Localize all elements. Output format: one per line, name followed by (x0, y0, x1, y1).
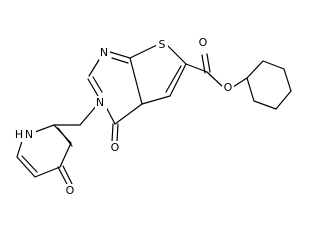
bond-pyr-c2-c3-b (57, 127, 73, 147)
bond-pyr-co-b (62, 165, 73, 185)
bond-c2-n3-b (92, 76, 103, 93)
bond-pyr-c6-n (16, 140, 23, 158)
atom-o-ester-carbonyl: O (199, 36, 208, 49)
bond-cy3 (283, 68, 292, 92)
bond-c4-c4a (114, 103, 143, 125)
bond-c4a-c7a (129, 57, 143, 105)
bond-c7a-s (129, 44, 158, 59)
bond-pyr-c5-c6-b (21, 155, 38, 173)
atom-nh-n: N (25, 128, 33, 141)
bonds (16, 44, 292, 187)
atom-o-pyridone: O (66, 184, 75, 197)
bond-pyr-c3-c4 (59, 142, 72, 168)
bond-c7a-n1-inner (111, 57, 129, 64)
bond-ccarbonyl-o-a (201, 54, 206, 74)
bond-pyr-c5-c6-a (16, 156, 36, 178)
atom-s-thiophene: S (159, 38, 166, 51)
bond-s-c6 (166, 44, 187, 65)
bond-ccarbonyl-o-b (206, 53, 211, 73)
bond-cy4 (275, 90, 292, 110)
bond-pyr-c4-c5 (34, 166, 61, 178)
molecule-structure: N S N O O O H N O (14, 36, 292, 198)
atom-o-ketone: O (111, 141, 120, 154)
atom-n-bottom: N (96, 96, 104, 109)
bond-c4-o-a (111, 123, 114, 143)
bond-cy6 (246, 77, 255, 102)
atom-n-top: N (100, 46, 108, 59)
bond-ccarbonyl-oester (206, 71, 224, 88)
bond-oester-ccy (232, 77, 248, 88)
bond-c5-c4a (141, 95, 171, 105)
atom-o-ester: O (224, 81, 233, 94)
bond-c6-c5-a (169, 63, 187, 97)
bond-pyr-n-c2 (34, 124, 55, 133)
bond-c4-o-b (116, 123, 119, 143)
atom-nh-h: H (15, 128, 23, 141)
atom-labels: N S N O O O H N O (14, 36, 234, 198)
bond-cy1 (246, 60, 264, 79)
bond-cy2 (262, 60, 285, 70)
bond-c6-ccarbonyl (185, 63, 208, 73)
bond-pyr-co-a (57, 166, 69, 187)
bond-c7a-n1 (109, 51, 131, 59)
bond-cy5 (253, 100, 277, 110)
bond-c6-c5-b (165, 65, 182, 93)
bond-c2-n3-a (87, 78, 99, 97)
